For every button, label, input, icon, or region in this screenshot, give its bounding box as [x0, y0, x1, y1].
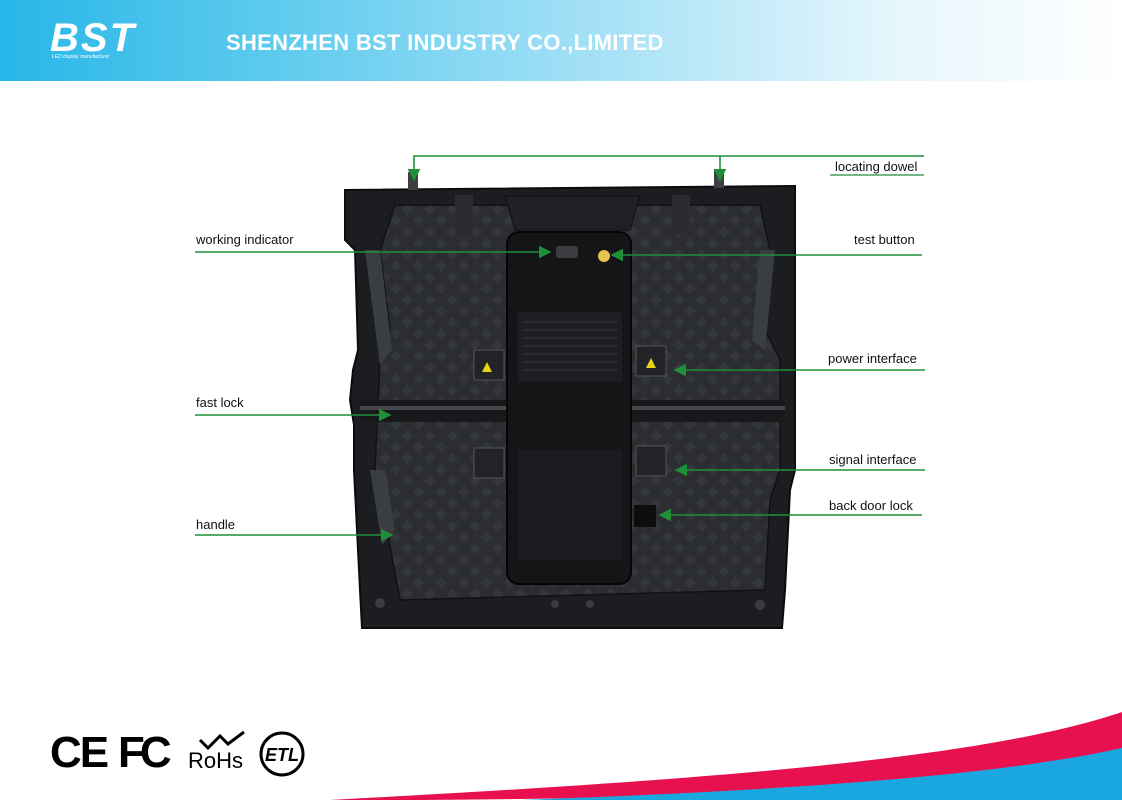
- label-power-interface: power interface: [828, 351, 917, 366]
- power-connector-left: [473, 349, 505, 381]
- label-working-indicator: working indicator: [196, 232, 294, 247]
- back-door-lock: [634, 505, 656, 527]
- left-handle-lower: [370, 470, 395, 545]
- rohs-mark: RoHs: [188, 748, 244, 773]
- header-banner: BST LED display manufacturer SHENZHEN BS…: [0, 0, 1122, 81]
- arrow-locating-dowel: [407, 155, 924, 182]
- swoosh-blue: [520, 748, 1122, 800]
- etl-mark: ETL: [259, 731, 305, 777]
- label-signal-interface: signal interface: [829, 452, 917, 467]
- label-fast-lock: fast lock: [196, 395, 244, 410]
- signal-connector-right: [635, 445, 667, 477]
- rohs-check-icon: [198, 730, 245, 751]
- logo-tagline: LED display manufacturer: [52, 54, 110, 60]
- right-handle: [752, 250, 775, 350]
- label-locating-dowel: locating dowel: [835, 159, 918, 174]
- label-handle: handle: [196, 517, 236, 532]
- top-handle: [504, 195, 641, 231]
- company-name: SHENZHEN BST INDUSTRY CO.,LIMITED: [226, 30, 664, 55]
- left-handle: [365, 250, 392, 365]
- working-indicator: [556, 246, 578, 258]
- bst-logo: BST LED display manufacturer: [50, 16, 150, 64]
- fc-mark: FC: [118, 728, 172, 777]
- ce-mark: CE: [50, 728, 109, 777]
- label-test-button: test button: [854, 232, 915, 247]
- etl-mark-text: ETL: [265, 745, 299, 765]
- label-back-door-lock: back door lock: [829, 498, 913, 513]
- test-button: [598, 250, 610, 262]
- logo-text: BST: [50, 16, 136, 60]
- signal-connector-left: [473, 447, 505, 479]
